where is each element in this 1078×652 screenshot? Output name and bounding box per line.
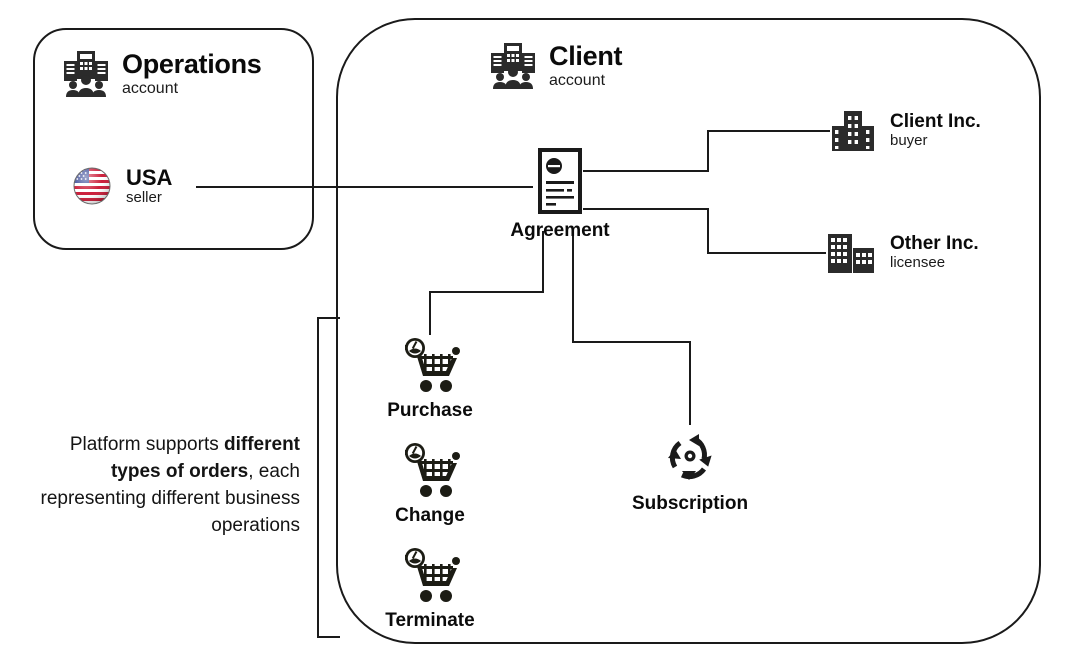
shopping-cart-icon — [405, 548, 460, 602]
shopping-cart-icon — [405, 338, 460, 392]
order-type-label-purchase: Purchase — [387, 400, 473, 421]
seller-title: USA — [126, 165, 173, 190]
order-types-bracket — [317, 317, 340, 638]
agreement-node: Agreement — [498, 148, 622, 242]
caption-line1-pre: Platform supports — [69, 434, 224, 455]
caption-line3: representing different — [40, 487, 220, 509]
party-entry-client-inc: Client Inc. buyer — [830, 108, 981, 154]
client-title: Client — [549, 41, 623, 71]
party-title-client-inc: Client Inc. — [890, 111, 981, 133]
usa-flag-icon — [73, 167, 111, 205]
shopping-cart-icon — [405, 443, 460, 497]
agreement-label: Agreement — [510, 220, 610, 241]
party-subtitle-client-inc: buyer — [890, 132, 928, 150]
order-type-purchase: Purchase — [368, 336, 492, 422]
order-type-change: Change — [368, 441, 492, 527]
recurring-arrows-icon — [668, 434, 712, 480]
caption-line1-bold: different — [224, 434, 300, 455]
seller-subtitle: seller — [126, 189, 162, 207]
party-entry-other-inc: Other Inc. licensee — [826, 230, 979, 276]
two-buildings-icon — [828, 234, 874, 273]
connector-agreement-purchase — [429, 231, 544, 335]
client-panel-header: Client account — [489, 40, 623, 90]
connector-agreement-subscription — [572, 231, 691, 425]
order-type-terminate: Terminate — [368, 546, 492, 632]
operations-title: Operations — [122, 49, 262, 79]
order-type-label-terminate: Terminate — [385, 610, 475, 631]
party-title-other-inc: Other Inc. — [890, 233, 979, 255]
office-building-icon — [832, 111, 874, 151]
subscription-label: Subscription — [631, 493, 749, 514]
operations-subtitle: account — [122, 80, 179, 98]
office-people-icon — [64, 51, 108, 97]
client-subtitle: account — [549, 72, 606, 90]
seller-entry: USA seller — [72, 166, 172, 207]
caption-text: Platform supports different types of ord… — [20, 432, 301, 540]
caption-line4: business operations — [211, 487, 300, 536]
order-type-label-change: Change — [395, 505, 465, 526]
caption-line2-bold: types of orders — [110, 460, 249, 482]
operations-panel-header: Operations account — [62, 48, 262, 98]
document-seal-icon — [538, 148, 582, 214]
party-subtitle-other-inc: licensee — [890, 254, 946, 272]
caption-line2-post: , each — [248, 460, 300, 482]
subscription-node: Subscription — [620, 425, 760, 515]
office-people-icon — [491, 43, 535, 89]
